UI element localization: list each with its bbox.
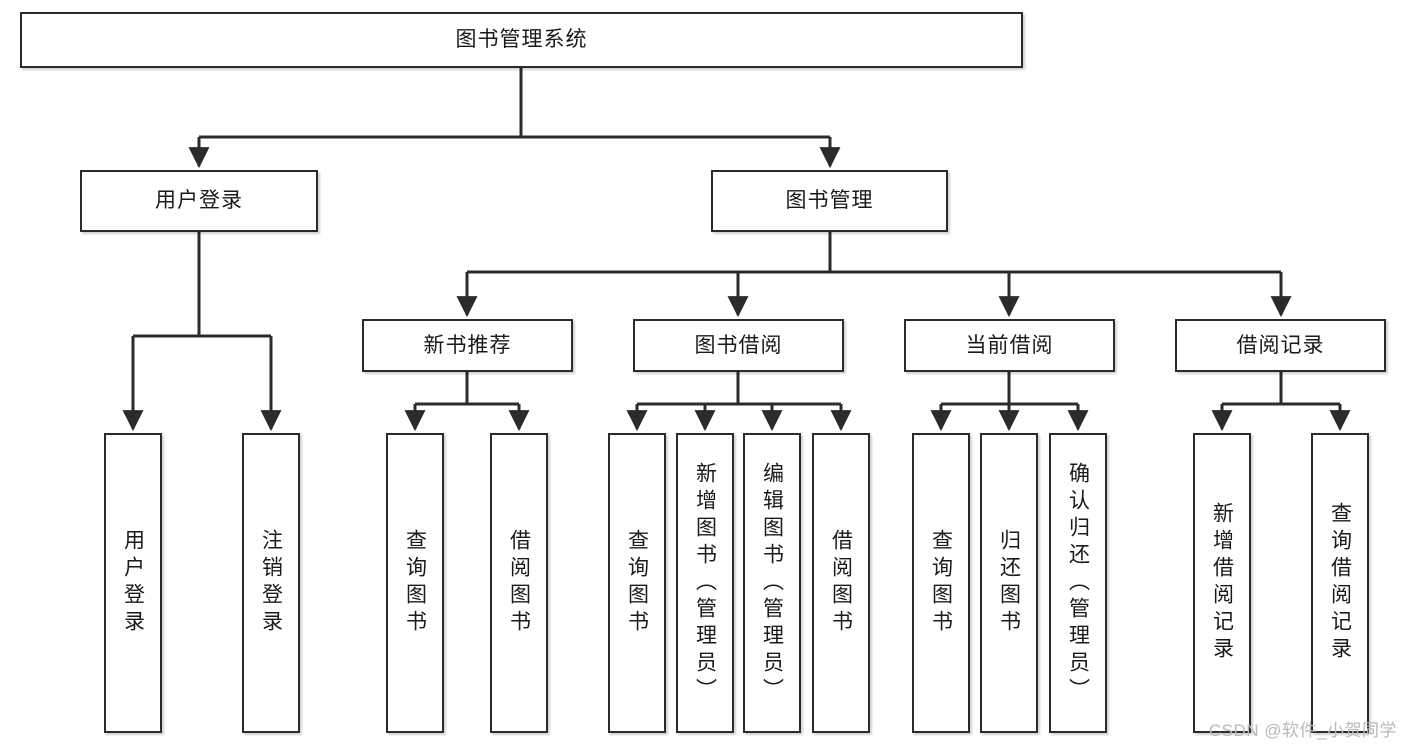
leaf-borrow-book-1[interactable]: 借阅图书 <box>490 433 548 733</box>
leaf-borrow-book-1-label: 借阅图书 <box>507 529 531 637</box>
leaf-edit-book[interactable]: 编辑图书（管理员） <box>743 433 801 733</box>
leaf-query-borrow-record-label: 查询借阅记录 <box>1328 502 1352 664</box>
leaf-borrow-book-2-label: 借阅图书 <box>829 529 853 637</box>
node-root[interactable]: 图书管理系统 <box>20 12 1023 68</box>
leaf-add-book-label: 新增图书（管理员） <box>693 461 717 705</box>
leaf-query-book-3-label: 查询图书 <box>929 529 953 637</box>
leaf-confirm-return[interactable]: 确认归还（管理员） <box>1049 433 1107 733</box>
node-user-login[interactable]: 用户登录 <box>80 170 318 232</box>
leaf-query-book-1-label: 查询图书 <box>403 529 427 637</box>
leaf-query-book-2-label: 查询图书 <box>625 529 649 637</box>
leaf-user-login-label: 用户登录 <box>121 529 145 637</box>
leaf-add-book[interactable]: 新增图书（管理员） <box>676 433 734 733</box>
node-new-book-recommend-label: 新书推荐 <box>423 333 512 357</box>
leaf-add-borrow-record[interactable]: 新增借阅记录 <box>1193 433 1251 733</box>
leaf-user-logout-label: 注销登录 <box>259 529 283 637</box>
leaf-user-logout[interactable]: 注销登录 <box>242 433 300 733</box>
node-user-login-label: 用户登录 <box>155 189 243 213</box>
node-current-borrow[interactable]: 当前借阅 <box>904 319 1115 372</box>
leaf-query-book-2[interactable]: 查询图书 <box>608 433 666 733</box>
node-root-label: 图书管理系统 <box>455 28 588 52</box>
leaf-query-borrow-record[interactable]: 查询借阅记录 <box>1311 433 1369 733</box>
node-book-borrow-label: 图书借阅 <box>694 333 783 357</box>
node-book-borrow[interactable]: 图书借阅 <box>633 319 844 372</box>
leaf-query-book-3[interactable]: 查询图书 <box>912 433 970 733</box>
leaf-user-login[interactable]: 用户登录 <box>104 433 162 733</box>
leaf-return-book-label: 归还图书 <box>997 529 1021 637</box>
leaf-edit-book-label: 编辑图书（管理员） <box>760 461 784 705</box>
node-borrow-record-label: 借阅记录 <box>1236 333 1325 357</box>
node-new-book-recommend[interactable]: 新书推荐 <box>362 319 573 372</box>
node-book-manage-label: 图书管理 <box>785 189 874 213</box>
leaf-confirm-return-label: 确认归还（管理员） <box>1066 461 1090 705</box>
leaf-query-book-1[interactable]: 查询图书 <box>386 433 444 733</box>
leaf-borrow-book-2[interactable]: 借阅图书 <box>812 433 870 733</box>
node-book-manage[interactable]: 图书管理 <box>711 170 948 232</box>
node-current-borrow-label: 当前借阅 <box>965 333 1054 357</box>
leaf-add-borrow-record-label: 新增借阅记录 <box>1210 502 1234 664</box>
node-borrow-record[interactable]: 借阅记录 <box>1175 319 1386 372</box>
leaf-return-book[interactable]: 归还图书 <box>980 433 1038 733</box>
